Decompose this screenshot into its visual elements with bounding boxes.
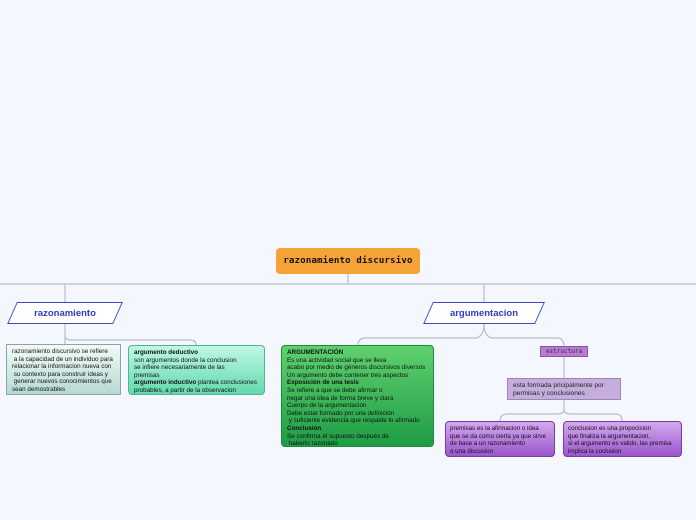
note-line: o una discusion (450, 447, 493, 455)
note-line: acabo por medio de géneros discursivos d… (287, 364, 426, 372)
note-line: premisas es la afirmacion o idea (450, 425, 539, 432)
note-line: negar una idea de forma breve y clara (287, 394, 394, 402)
note-line: si el argumento es valido, las premisa (568, 440, 672, 448)
note-line: su contexto para construir ideas y (12, 370, 108, 378)
branch-label: razonamiento (34, 307, 96, 319)
note-estructura-formada[interactable]: esta formada pricipalmente por permisas … (507, 378, 621, 400)
note-line: que se da como cierta ya que sirve (450, 432, 546, 440)
note-premisas[interactable]: premisas es la afirmacion o idea que se … (445, 421, 555, 457)
note-heading: Exposición de una tesis (287, 379, 359, 387)
note-razonamiento-definicion[interactable]: razonamiento discursivo se refiere a la … (6, 344, 121, 395)
note-line: premisas (134, 371, 160, 379)
note-conclusion[interactable]: conclusion es una propocision que finali… (563, 421, 682, 457)
note-line: son argumentos donde la conclusion (134, 356, 237, 364)
note-heading: argumento inductivo (134, 379, 197, 387)
note-line: Se refiere a que se debe afirmar o (287, 386, 383, 394)
note-line: haberlo razonado (287, 440, 338, 448)
note-line: Cuerpo de la argumentación (287, 402, 367, 410)
root-node[interactable]: razonamiento discursivo (276, 248, 420, 274)
note-line: razonamiento discursivo se refiere (12, 348, 108, 355)
note-heading: argumento deductivo (134, 349, 199, 356)
estructura-tag[interactable]: estructura (540, 346, 588, 357)
branch-argumentacion[interactable]: argumentacion (423, 302, 545, 324)
branch-label: argumentacion (449, 307, 519, 319)
estructura-label: estructura (545, 348, 583, 355)
note-line: que finaliza la argumentacion, (568, 432, 651, 440)
note-line: se infiere necesariamente de las (134, 364, 225, 372)
note-line: Un argumento debe contener tres aspectos (287, 371, 409, 379)
note-line: Se confirma el supuesto después de (287, 432, 389, 440)
note-line: Es una actividad social que se lleva (287, 356, 387, 364)
note-line: permisas y conclusiones (513, 390, 585, 397)
note-argumentacion[interactable]: ARGUMENTACIÓN Es una actividad social qu… (281, 345, 434, 447)
note-line: sean demostrables (12, 385, 66, 393)
note-tipos-argumento[interactable]: argumento deductivo son argumentos donde… (128, 345, 265, 395)
note-line: relacionar la informacion nueva con (12, 363, 112, 371)
note-line: y suficiente evidencia que respalde lo a… (287, 417, 420, 425)
note-line: a la capacidad de un individuo para (12, 355, 113, 363)
note-line: Debe estar formado por una definición (287, 409, 395, 417)
note-line: conclusion es una propocision (568, 425, 651, 432)
note-line: esta formada pricipalmente por (513, 382, 604, 389)
note-line: de base a un razonamiento (450, 440, 525, 448)
root-label: razonamiento discursivo (283, 256, 413, 266)
branch-razonamiento[interactable]: razonamiento (7, 302, 123, 324)
note-line: implica la coclusion (568, 447, 622, 455)
note-line: probables, a partir de la observacion (134, 386, 236, 394)
note-line: generar nuevos conocimientos que (12, 378, 112, 386)
note-heading: ARGUMENTACIÓN (287, 349, 344, 356)
note-line: plantea conclusiones (196, 379, 257, 387)
note-heading: Conclusión (287, 424, 322, 432)
